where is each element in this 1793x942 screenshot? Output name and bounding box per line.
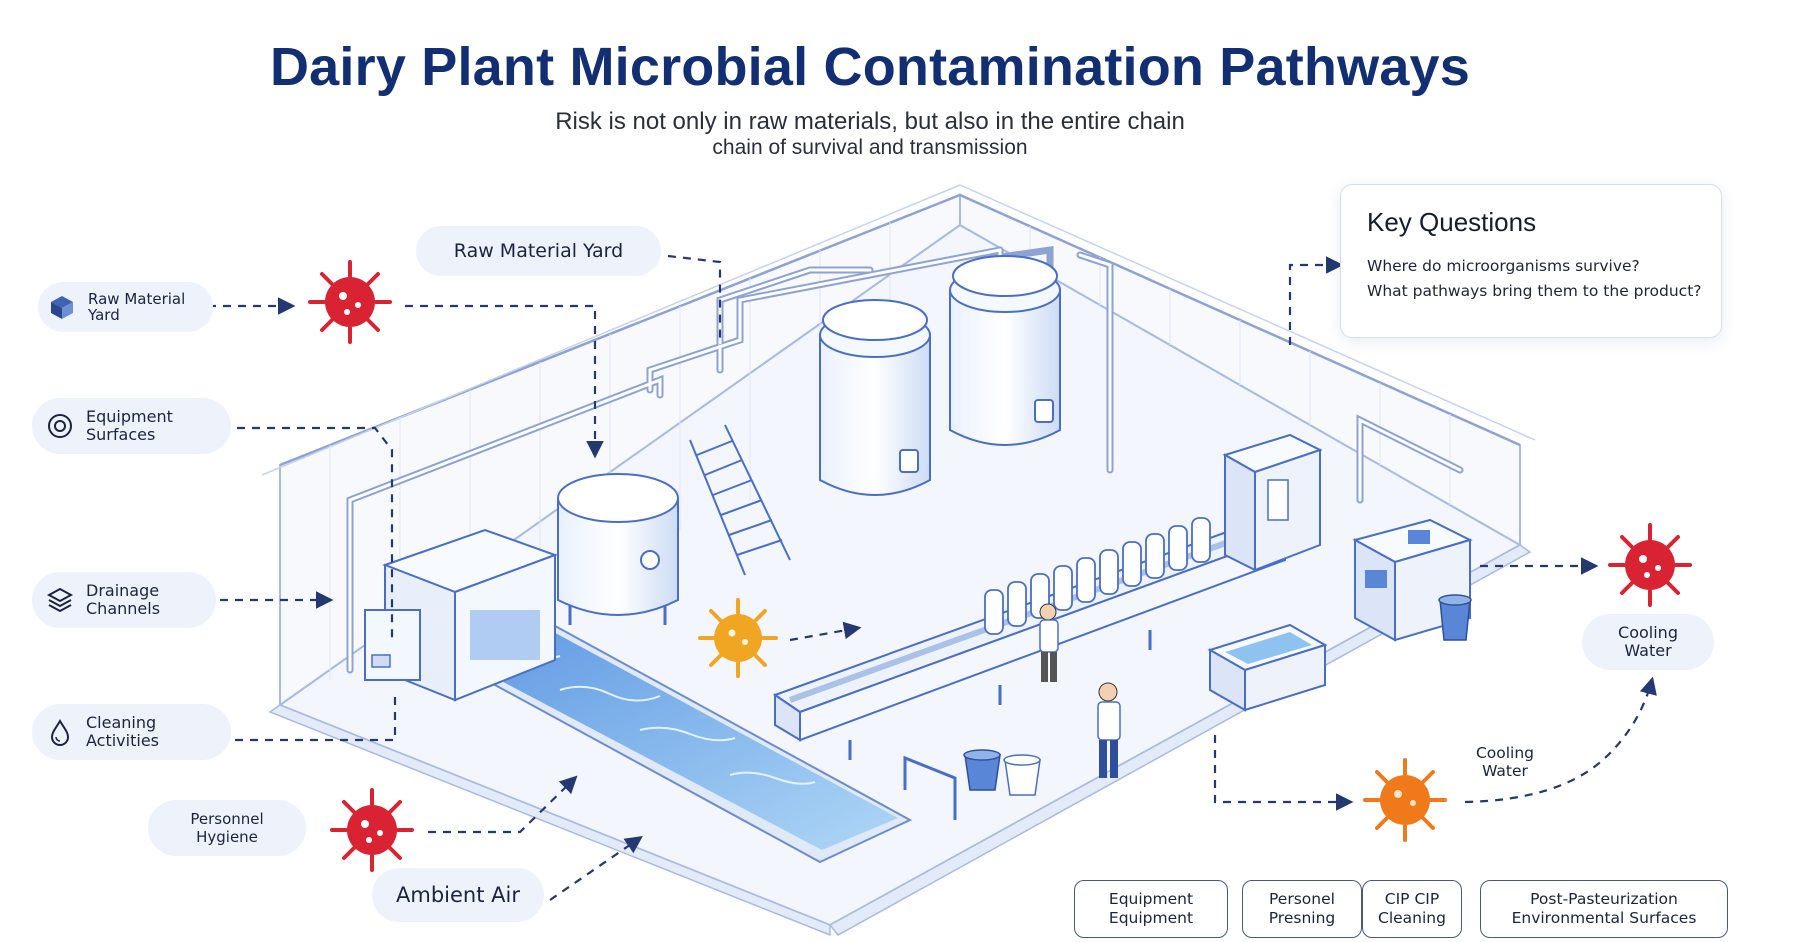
microbe-red-icon-right <box>1608 523 1692 607</box>
railing <box>903 755 957 820</box>
bottom-box-cip-cleaning[interactable]: CIP CIP Cleaning <box>1362 880 1462 938</box>
storage-tank-2 <box>949 255 1061 446</box>
callout-ambient-air: Ambient Air <box>372 868 544 922</box>
bottom-box-personnel[interactable]: Personel Presning <box>1242 880 1362 938</box>
key-questions-panel: Key Questions Where do microorganisms su… <box>1340 184 1722 338</box>
callout-label: Raw Material Yard <box>453 240 624 262</box>
arrow-yellow-to-conveyor <box>789 621 862 642</box>
bottom-box-equipment[interactable]: Equipment Equipment <box>1074 880 1228 938</box>
callout-label: Cooling Water <box>1618 623 1678 660</box>
arrow-equipment-surfaces <box>222 426 394 640</box>
bottom-box-post-pasteurization[interactable]: Post-Pasteurization Environmental Surfac… <box>1480 880 1728 938</box>
arrow-microbe-to-mixing <box>405 304 604 459</box>
worker-1 <box>1039 603 1059 682</box>
source-raw-material-yard[interactable]: Raw Material Yard <box>38 282 213 332</box>
arrow-key-questions <box>1288 256 1344 345</box>
staircase <box>689 424 791 576</box>
filler-cabinet <box>1222 433 1323 572</box>
layers-icon <box>46 587 74 613</box>
source-label: Drainage Channels <box>86 581 161 618</box>
microbe-red-icon-top <box>308 260 392 344</box>
source-label: Personnel Hygiene <box>190 810 264 846</box>
source-label: Cleaning Activities <box>86 713 159 750</box>
page-title: Dairy Plant Microbial Contamination Path… <box>269 37 1471 97</box>
microbe-orange-icon <box>1363 758 1447 842</box>
arrow-drain-to-orange <box>1213 735 1354 811</box>
arrow-personnel-to-channel <box>428 775 578 834</box>
key-question-1: Where do microorganisms survive? <box>1367 257 1640 275</box>
buckets <box>963 594 1472 796</box>
wash-basin <box>1207 623 1328 712</box>
water-drop-icon <box>50 718 70 746</box>
key-questions-heading: Key Questions <box>1367 207 1537 237</box>
microbe-yellow-icon <box>698 598 778 678</box>
source-equipment-surfaces[interactable]: Equipment Surfaces <box>32 398 231 454</box>
cube-icon <box>51 296 73 319</box>
bottle-row <box>984 517 1211 635</box>
arrow-ambient-air <box>549 836 643 901</box>
source-personnel-hygiene[interactable]: Personnel Hygiene <box>148 800 306 856</box>
source-drainage-channels[interactable]: Drainage Channels <box>32 572 216 628</box>
source-cleaning-activities[interactable]: Cleaning Activities <box>32 704 231 760</box>
subtitle-line-2: chain of survival and transmission <box>712 136 1028 159</box>
worker-2 <box>1097 682 1121 778</box>
pasteurizer-machine <box>364 528 558 702</box>
callout-cooling-water-lower: Cooling Water <box>1475 744 1535 780</box>
microbe-red-icon-bottom <box>330 788 414 872</box>
key-question-2: What pathways bring them to the product? <box>1367 282 1702 300</box>
target-icon <box>48 414 72 438</box>
subtitle-line-1: Risk is not only in raw materials, but a… <box>555 108 1185 135</box>
mixing-tank <box>557 473 679 625</box>
callout-label: Ambient Air <box>396 883 520 907</box>
callout-cooling-water-right: Cooling Water <box>1582 614 1714 670</box>
callout-raw-material-yard: Raw Material Yard <box>416 226 661 276</box>
source-label: Equipment Surfaces <box>86 407 173 444</box>
source-label: Raw Material Yard <box>88 290 186 324</box>
front-wall-left <box>268 704 831 937</box>
arrow-rawyard-label-to-tank <box>667 254 722 345</box>
arrow-orange-to-cooling <box>1464 676 1657 804</box>
channel-water <box>452 622 898 850</box>
storage-tank-1 <box>819 299 931 496</box>
